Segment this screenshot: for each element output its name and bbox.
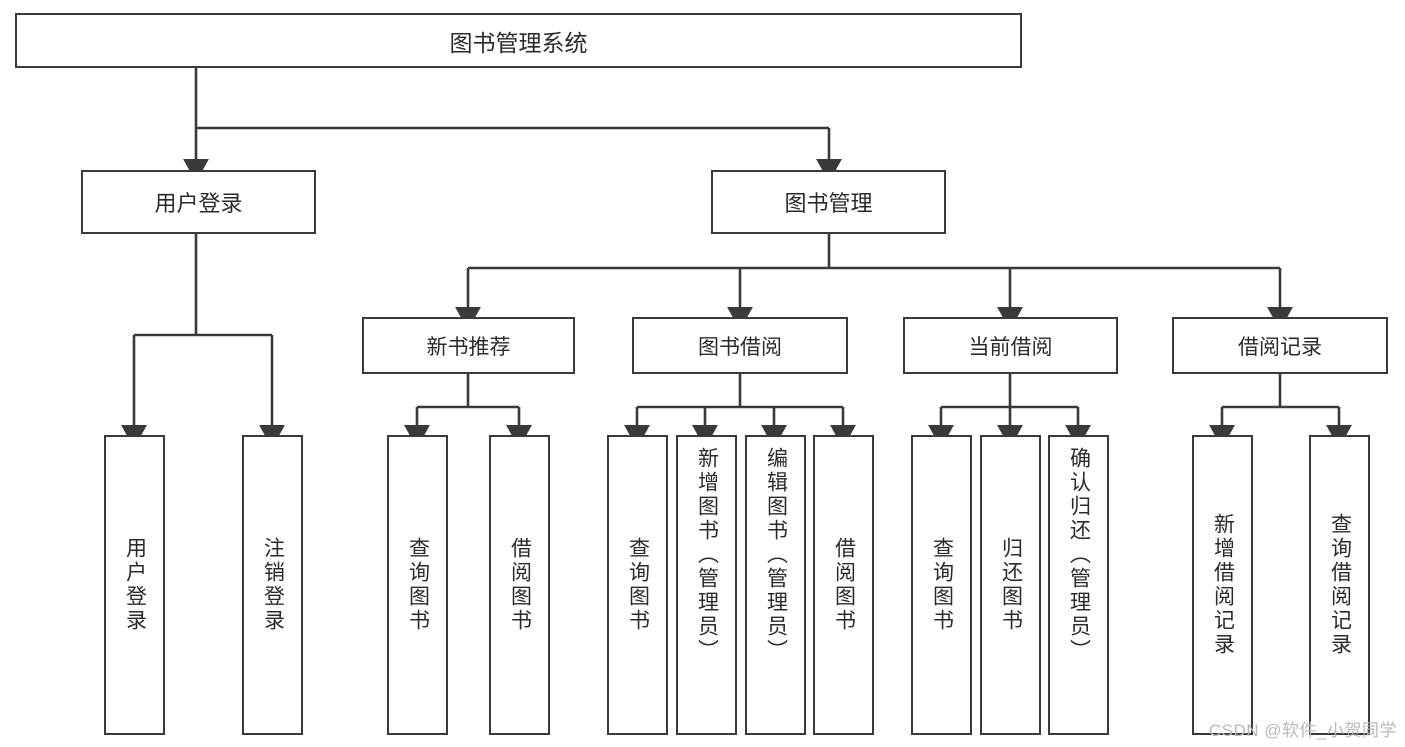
node-label: 查询借阅记录 [1328,513,1352,657]
node-label: 用户登录 [123,537,147,633]
leaf-book-borrow-query[interactable]: 查询图书 [607,435,668,735]
leaf-user-login[interactable]: 用户登录 [104,435,165,735]
leaf-book-edit-admin[interactable]: 编辑图书（管理员） [745,435,806,735]
node-label: 查询图书 [626,537,650,633]
node-label: 注销登录 [261,537,285,633]
node-label: 归还图书 [999,537,1023,633]
node-label: 编辑图书（管理员） [764,447,788,663]
node-book-borrow[interactable]: 图书借阅 [632,317,848,374]
node-label: 查询图书 [930,537,954,633]
node-label: 查询图书 [406,537,430,633]
leaf-query-borrow-record[interactable]: 查询借阅记录 [1309,435,1370,735]
node-borrow-record[interactable]: 借阅记录 [1172,317,1388,374]
node-label: 确认归还（管理员） [1067,447,1091,663]
node-label: 新增图书（管理员） [695,447,719,663]
leaf-new-book-query[interactable]: 查询图书 [387,435,448,735]
csdn-watermark: CSDN @软件_小贺同学 [1208,721,1397,740]
leaf-confirm-return-admin[interactable]: 确认归还（管理员） [1048,435,1109,735]
node-user-login[interactable]: 用户登录 [81,170,316,234]
node-current-borrow[interactable]: 当前借阅 [903,317,1118,374]
node-new-book-recommend[interactable]: 新书推荐 [362,317,575,374]
node-label: 借阅记录 [1238,335,1322,359]
leaf-current-borrow-query[interactable]: 查询图书 [911,435,972,735]
node-root-system[interactable]: 图书管理系统 [15,13,1022,68]
node-label: 借阅图书 [508,537,532,633]
leaf-logout[interactable]: 注销登录 [242,435,303,735]
leaf-new-book-borrow[interactable]: 借阅图书 [489,435,550,735]
node-label: 用户登录 [154,191,243,216]
leaf-add-borrow-record[interactable]: 新增借阅记录 [1192,435,1253,735]
leaf-book-borrow-action[interactable]: 借阅图书 [813,435,874,735]
node-label: 新书推荐 [426,335,511,359]
node-label: 当前借阅 [968,335,1053,359]
leaf-return-book[interactable]: 归还图书 [980,435,1041,735]
node-label: 借阅图书 [832,537,856,633]
node-label: 图书管理 [784,191,873,216]
node-book-management[interactable]: 图书管理 [711,170,946,234]
leaf-book-add-admin[interactable]: 新增图书（管理员） [676,435,737,735]
node-label: 新增借阅记录 [1211,513,1235,657]
node-label: 图书借阅 [698,335,782,359]
node-label: 图书管理系统 [449,29,588,56]
